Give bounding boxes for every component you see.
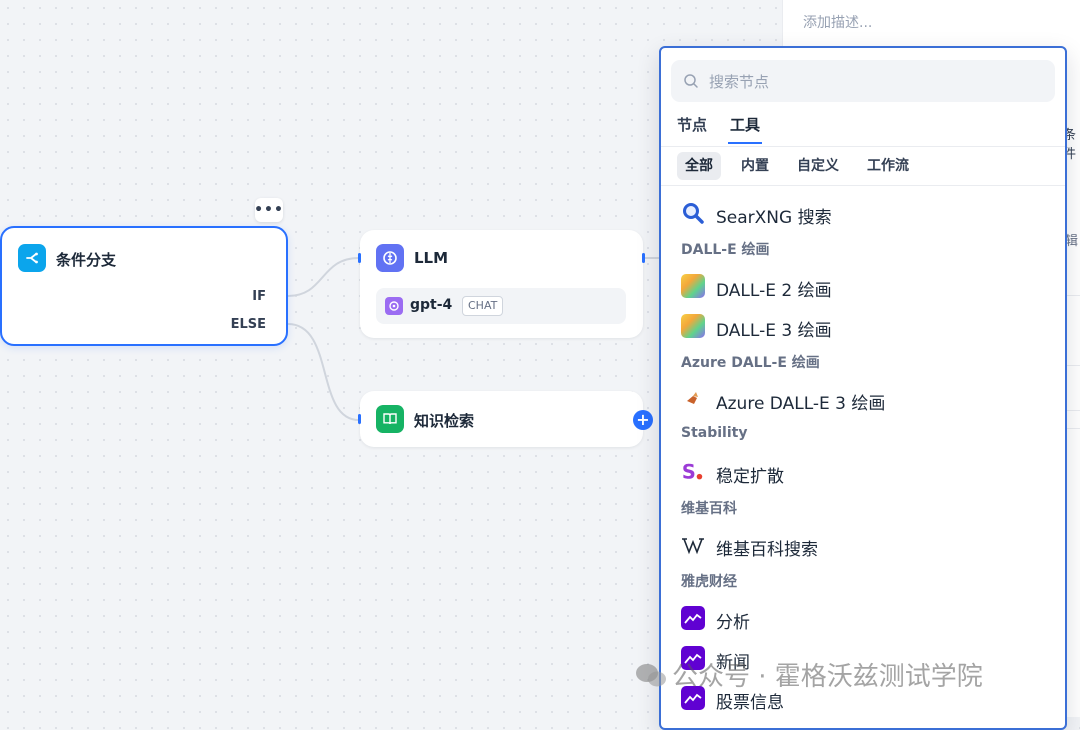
yahoo-icon [681, 606, 705, 630]
tool-label: SearXNG 搜索 [716, 208, 832, 228]
tool-yahoo-news[interactable]: 新闻 [681, 643, 1051, 673]
llm-brain-icon [376, 244, 404, 272]
model-name: gpt-4 [410, 297, 453, 313]
tool-searxng[interactable]: SearXNG 搜索 [681, 198, 1051, 228]
tool-yahoo-analysis[interactable]: 分析 [681, 603, 1051, 633]
yahoo-icon [681, 686, 705, 710]
tab-nodes[interactable]: 节点 [677, 116, 708, 134]
description-input[interactable]: 添加描述... [803, 15, 873, 31]
model-mode-badge: CHAT [462, 296, 504, 316]
tool-label: 股票信息 [716, 693, 784, 713]
book-icon [376, 405, 404, 433]
subtab-all[interactable]: 全部 [677, 152, 721, 180]
dalle-icon [681, 314, 705, 338]
subtab-workflow[interactable]: 工作流 [867, 158, 909, 174]
knowledge-retrieval-node[interactable]: 知识检索 [358, 391, 643, 447]
watermark: 公众号 · 霍格沃兹测试学院 [634, 656, 983, 693]
azure-dalle-icon [681, 387, 705, 411]
tool-dalle-2[interactable]: DALL-E 2 绘画 [681, 271, 1051, 301]
dalle-icon [681, 274, 705, 298]
node-title: 条件分支 [56, 251, 117, 269]
tool-label: 分析 [716, 613, 750, 633]
tool-label: Azure DALL-E 3 绘画 [716, 394, 886, 414]
openai-icon [385, 297, 403, 315]
tool-label: DALL-E 3 绘画 [716, 321, 832, 341]
tool-label: 维基百科搜索 [716, 540, 818, 560]
divider [661, 146, 1065, 147]
subtab-builtin[interactable]: 内置 [741, 158, 769, 174]
edge-else-knowledge [287, 323, 360, 421]
search-input[interactable] [707, 68, 1041, 96]
branch-if-label: IF [252, 289, 266, 304]
wechat-icon [636, 664, 666, 687]
output-handle[interactable] [642, 253, 645, 263]
tool-azure-dalle-3[interactable]: Azure DALL-E 3 绘画 [681, 384, 1051, 414]
wikipedia-icon [681, 533, 705, 557]
group-header-yahoo: 雅虎财经 [681, 574, 737, 590]
node-more-button[interactable]: ••• [254, 198, 283, 222]
tool-yahoo-stock-info[interactable]: 股票信息 [681, 683, 1051, 713]
magnifier-icon [681, 201, 705, 225]
yahoo-icon [681, 646, 705, 670]
llm-node[interactable]: LLM gpt-4 CHAT [358, 230, 645, 338]
condition-branch-node[interactable]: 条件分支 IF ELSE [0, 226, 288, 346]
search-icon [683, 73, 699, 93]
panel-divider [1065, 365, 1080, 366]
edge-if-llm [287, 257, 360, 297]
tool-label: DALL-E 2 绘画 [716, 281, 832, 301]
panel-divider [1065, 410, 1080, 411]
branch-else-label: ELSE [230, 317, 266, 332]
node-selector-popup: 节点 工具 全部 内置 自定义 工作流 SearXNG 搜索 DALL-E 绘画… [659, 46, 1067, 730]
tool-dalle-3[interactable]: DALL-E 3 绘画 [681, 311, 1051, 341]
active-tab-indicator [728, 142, 762, 144]
tool-label: 稳定扩散 [716, 467, 784, 487]
tool-label: 新闻 [716, 653, 750, 673]
node-title: LLM [414, 249, 449, 267]
node-title: 知识检索 [414, 412, 475, 430]
subtab-custom[interactable]: 自定义 [797, 158, 839, 174]
svg-text:S: S [682, 460, 696, 483]
group-header-stability: Stability [681, 425, 748, 441]
stability-icon: S [681, 460, 705, 484]
tool-stable-diffusion[interactable]: S 稳定扩散 [681, 457, 1051, 487]
group-header-wikipedia: 维基百科 [681, 501, 737, 517]
panel-partial-label-2: 辑 [1065, 234, 1079, 249]
model-selector[interactable]: gpt-4 CHAT [376, 288, 626, 324]
watermark-text: 公众号 · 霍格沃兹测试学院 [672, 662, 983, 692]
input-handle[interactable] [358, 253, 361, 263]
tab-tools[interactable]: 工具 [730, 116, 761, 134]
search-box[interactable] [671, 60, 1055, 102]
tool-wikipedia-search[interactable]: 维基百科搜索 [681, 530, 1051, 560]
divider [661, 185, 1065, 186]
branch-icon [18, 244, 46, 272]
input-handle[interactable] [358, 414, 361, 424]
group-header-azure-dalle: Azure DALL-E 绘画 [681, 355, 820, 371]
group-header-dalle: DALL-E 绘画 [681, 242, 770, 258]
panel-divider [1065, 295, 1080, 296]
add-node-button[interactable]: + [633, 410, 653, 430]
panel-divider [1065, 428, 1080, 429]
